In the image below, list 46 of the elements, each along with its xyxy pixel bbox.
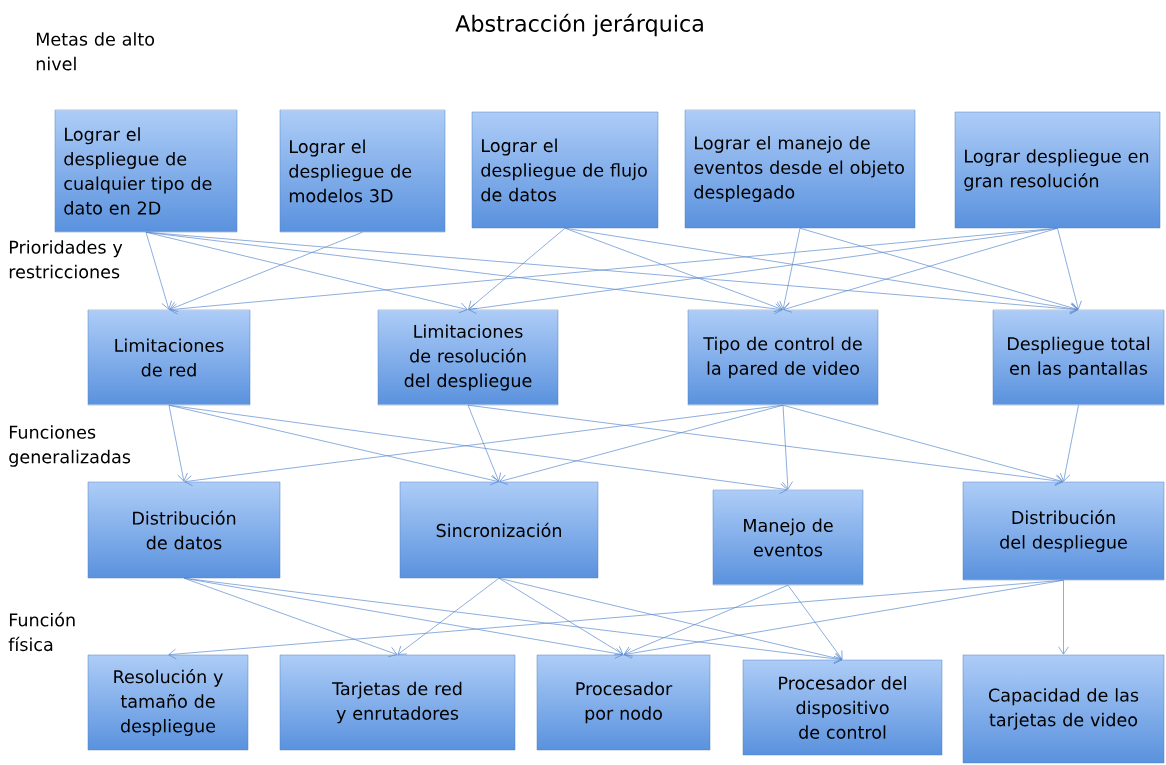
- process-box: Procesador del dispositivo de control: [742, 659, 943, 756]
- arrow: [1059, 404, 1079, 482]
- arrow: [779, 227, 801, 310]
- process-box: Capacidad de las tarjetas de video: [962, 654, 1165, 764]
- arrow: [623, 584, 789, 657]
- process-box: Limitaciones de red: [87, 309, 251, 406]
- level-label: Prioridades y restricciones: [9, 240, 123, 279]
- process-box: Resolución y tamaño de despliegue: [87, 654, 249, 751]
- process-box: Lograr el despliegue de cualquier tipo de dato en 2D: [54, 109, 238, 233]
- arrow: [468, 227, 566, 310]
- process-box: Lograr el manejo de eventos desde el objeto desplegado: [684, 109, 916, 229]
- arrow: [467, 404, 501, 482]
- process-box: Distribución de datos: [87, 481, 281, 579]
- arrow: [467, 404, 1064, 487]
- arrow: [499, 404, 784, 485]
- process-box: Lograr el despliegue de modelos 3D: [279, 109, 446, 233]
- process-box: Limitaciones de resolución del despliegue: [377, 309, 559, 406]
- level-label: Funciones generalizadas: [9, 425, 131, 467]
- arrow: [498, 577, 843, 664]
- process-box: Tipo de control de la pared de video: [687, 309, 879, 406]
- arrow: [782, 404, 1064, 485]
- arrow: [397, 577, 500, 655]
- arrow: [623, 579, 1064, 659]
- arrow: [183, 577, 843, 665]
- arrow: [145, 231, 172, 310]
- process-box: Despliegue total en las pantallas: [992, 309, 1165, 406]
- arrow: [183, 577, 398, 658]
- process-box: Tarjetas de red y enrutadores: [279, 654, 516, 751]
- process-box: Distribución del despliegue: [962, 481, 1165, 581]
- process-box: Procesador por nodo: [536, 654, 711, 751]
- level-label: Metas de alto nivel: [36, 32, 155, 71]
- process-box: Sincronización: [399, 481, 599, 579]
- arrow: [498, 577, 624, 656]
- level-label: Función física: [8, 612, 75, 652]
- arrow: [564, 227, 1079, 314]
- arrow: [169, 231, 363, 312]
- process-box: Manejo de eventos: [712, 489, 864, 586]
- title: Abstracción jerárquica: [455, 13, 703, 37]
- arrow: [1058, 579, 1069, 655]
- process-box: Lograr despliegue en gran resolución: [954, 111, 1161, 229]
- arrow: [564, 227, 783, 312]
- arrow: [787, 584, 843, 660]
- arrow: [168, 404, 188, 482]
- arrow: [782, 404, 793, 490]
- process-box: Lograr el despliegue de flujo de datos: [471, 111, 659, 229]
- arrow: [1057, 227, 1082, 310]
